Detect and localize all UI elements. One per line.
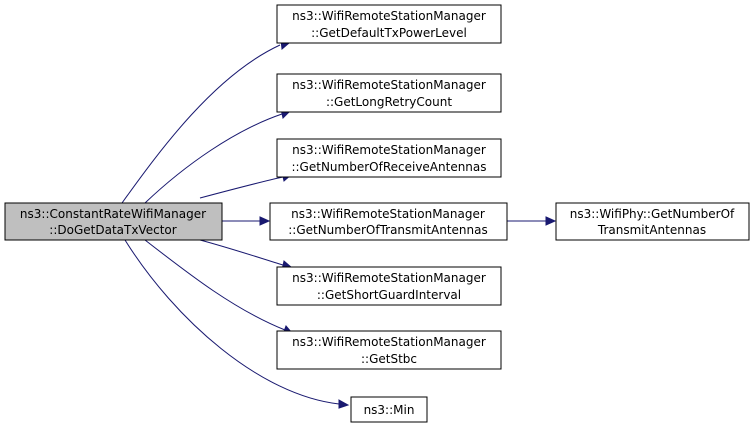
node-line1: ns3::WifiPhy::GetNumberOf bbox=[570, 207, 735, 221]
node-line1: ns3::WifiRemoteStationManager bbox=[292, 143, 486, 157]
edge-root-to-long-retry-count bbox=[144, 108, 291, 204]
node-line1: ns3::WifiRemoteStationManager bbox=[292, 335, 486, 349]
node-line1: ns3::WifiRemoteStationManager bbox=[291, 207, 485, 221]
node-get-default-tx-power-level[interactable]: ns3::WifiRemoteStationManager ::GetDefau… bbox=[276, 4, 502, 44]
node-line2: ::GetLongRetryCount bbox=[326, 95, 452, 109]
edge-transmit-antennas-to-wifiphy bbox=[507, 216, 557, 226]
node-line1: ns3::WifiRemoteStationManager bbox=[292, 271, 486, 285]
node-line2: ::GetNumberOfReceiveAntennas bbox=[291, 160, 486, 174]
node-line2: ::GetNumberOfTransmitAntennas bbox=[288, 223, 488, 237]
edge-root-to-min bbox=[124, 239, 350, 409]
node-line1: ns3::WifiRemoteStationManager bbox=[292, 78, 486, 92]
node-get-short-guard-interval[interactable]: ns3::WifiRemoteStationManager ::GetShort… bbox=[276, 266, 502, 306]
node-root-function[interactable]: ns3::ConstantRateWifiManager ::DoGetData… bbox=[4, 202, 223, 241]
node-line2: ::GetDefaultTxPowerLevel bbox=[311, 26, 467, 40]
edge-root-to-transmit-antennas bbox=[222, 216, 271, 226]
node-get-stbc[interactable]: ns3::WifiRemoteStationManager ::GetStbc bbox=[276, 330, 502, 370]
node-line2: ::GetStbc bbox=[361, 352, 417, 366]
node-min[interactable]: ns3::Min bbox=[350, 396, 428, 423]
node-line2: TransmitAntennas bbox=[597, 223, 706, 237]
node-line1: ns3::WifiRemoteStationManager bbox=[292, 9, 486, 23]
node-wifiphy-get-number-of-transmit-antennas[interactable]: ns3::WifiPhy::GetNumberOf TransmitAntenn… bbox=[555, 202, 750, 241]
edge-root-to-stbc bbox=[144, 239, 293, 335]
node-line1: ns3::Min bbox=[364, 403, 415, 417]
node-get-long-retry-count[interactable]: ns3::WifiRemoteStationManager ::GetLongR… bbox=[276, 73, 502, 113]
node-get-number-of-transmit-antennas[interactable]: ns3::WifiRemoteStationManager ::GetNumbe… bbox=[269, 202, 508, 241]
root-line1: ns3::ConstantRateWifiManager bbox=[20, 207, 206, 221]
edge-root-to-short-guard-interval bbox=[199, 239, 292, 271]
node-get-number-of-receive-antennas[interactable]: ns3::WifiRemoteStationManager ::GetNumbe… bbox=[276, 138, 502, 178]
node-line2: ::GetShortGuardInterval bbox=[317, 288, 461, 302]
root-line2: ::DoGetDataTxVector bbox=[49, 223, 176, 237]
